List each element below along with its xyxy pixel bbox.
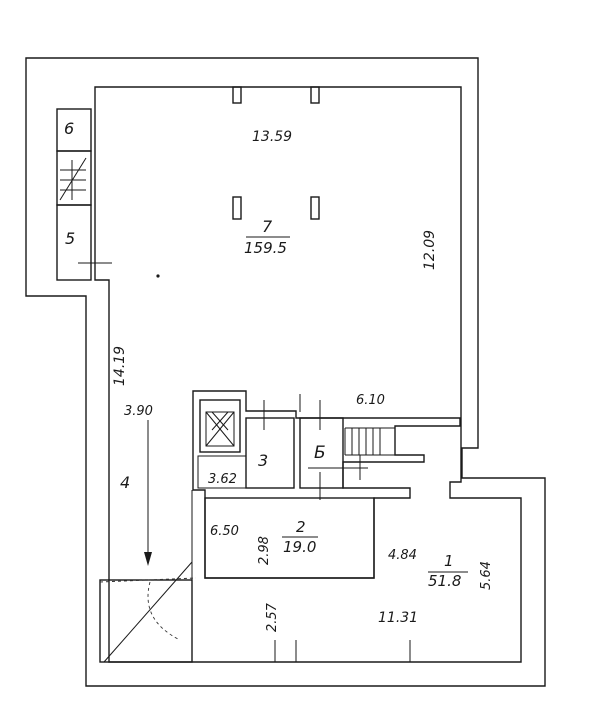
room-2-walls bbox=[204, 497, 375, 579]
main-hall-walls bbox=[94, 86, 522, 663]
dimension-label: 6.10 bbox=[356, 393, 385, 408]
room-3-lower bbox=[197, 455, 247, 489]
room-area: 51.8 bbox=[428, 572, 461, 590]
dimension-label: 4.84 bbox=[388, 548, 417, 563]
dimension-label: 14.19 bbox=[112, 346, 128, 386]
room-number: 6 bbox=[64, 119, 74, 138]
lift-shaft bbox=[199, 399, 241, 453]
column-mid-left bbox=[232, 196, 242, 220]
room-number: Б bbox=[314, 443, 326, 463]
lift-cross-b bbox=[205, 411, 235, 447]
stair-left-hatch bbox=[59, 157, 87, 201]
lift-car bbox=[205, 411, 235, 447]
dimension-label: 11.31 bbox=[378, 610, 418, 626]
stair-b-walls bbox=[299, 417, 344, 489]
room-number: 5 bbox=[65, 229, 75, 248]
room-3-walls bbox=[245, 417, 295, 489]
dimension-label: 12.09 bbox=[422, 230, 438, 270]
stair-b-steps bbox=[344, 427, 395, 456]
marker-dot bbox=[156, 274, 160, 278]
room-number: 3 bbox=[258, 451, 268, 470]
dimension-label: 3.90 bbox=[124, 404, 153, 419]
dimension-label: 13.59 bbox=[252, 129, 292, 145]
dimension-label: 3.62 bbox=[208, 472, 237, 487]
column-mid-right bbox=[310, 196, 320, 220]
column-top-right bbox=[310, 86, 320, 104]
room-area: 19.0 bbox=[283, 538, 316, 556]
room-number: 2 bbox=[296, 518, 306, 536]
room-number: 1 bbox=[444, 552, 454, 570]
ramp-box bbox=[99, 579, 193, 663]
column-top-left bbox=[232, 86, 242, 104]
lift-cross-d bbox=[211, 411, 229, 431]
dimension-label: 5.64 bbox=[479, 561, 494, 590]
room-number: 7 bbox=[262, 217, 273, 236]
room-5-walls bbox=[56, 204, 92, 281]
room-area: 159.5 bbox=[244, 239, 287, 257]
room-number: 4 bbox=[120, 473, 130, 492]
arrow-head bbox=[144, 552, 152, 566]
dimension-label: 2.98 bbox=[257, 536, 272, 565]
ramp-swing bbox=[99, 577, 197, 641]
dimension-label: 2.57 bbox=[265, 602, 280, 632]
outer-boundary bbox=[25, 57, 546, 687]
dimension-label: 6.50 bbox=[210, 524, 239, 539]
ramp-diagonal bbox=[103, 561, 193, 663]
